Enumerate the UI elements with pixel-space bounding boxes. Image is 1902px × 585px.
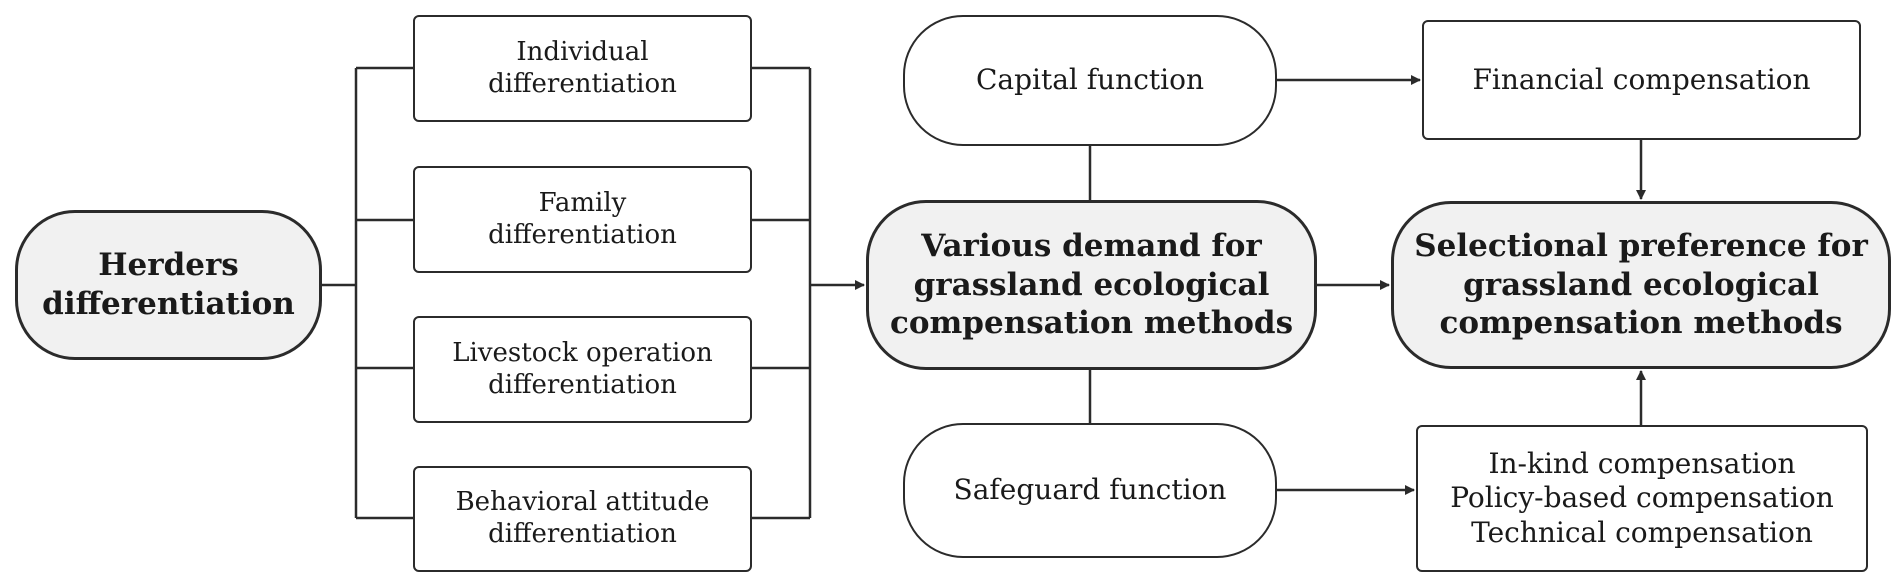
financial-compensation-node: Financial compensation bbox=[1422, 20, 1861, 140]
safeguard-line-1: Safeguard function bbox=[953, 473, 1227, 507]
behavioral-line-1: Behavioral attitude bbox=[455, 487, 710, 518]
various-line-1: Various demand for bbox=[921, 227, 1262, 264]
selectional-line-2: grassland ecological bbox=[1463, 266, 1819, 303]
inkind-line-3: Technical compensation bbox=[1471, 515, 1813, 549]
inkind-line-2: Policy-based compensation bbox=[1450, 481, 1834, 515]
financial-line-1: Financial compensation bbox=[1472, 62, 1811, 96]
family-line-1: Family bbox=[538, 187, 627, 218]
safeguard-function-node: Safeguard function bbox=[903, 423, 1277, 558]
various-line-3: compensation methods bbox=[889, 305, 1294, 342]
various-line-2: grassland ecological bbox=[913, 266, 1270, 303]
herders-line-1: Herders bbox=[98, 247, 239, 284]
various-demand-node: Various demand for grassland ecological … bbox=[866, 200, 1317, 370]
herders-differentiation-node: Herders differentiation bbox=[15, 210, 322, 360]
livestock-line-2: differentiation bbox=[488, 369, 677, 400]
behavioral-attitude-differentiation-node: Behavioral attitude differentiation bbox=[413, 466, 752, 572]
livestock-line-1: Livestock operation bbox=[452, 337, 713, 368]
behavioral-line-2: differentiation bbox=[488, 519, 677, 549]
inkind-policy-technical-compensation-node: In-kind compensation Policy-based compen… bbox=[1416, 425, 1868, 572]
family-differentiation-node: Family differentiation bbox=[413, 166, 752, 273]
capital-line-1: Capital function bbox=[975, 63, 1204, 97]
livestock-operation-differentiation-node: Livestock operation differentiation bbox=[413, 316, 752, 423]
individual-line-1: Individual bbox=[516, 36, 649, 67]
individual-differentiation-node: Individual differentiation bbox=[413, 15, 752, 122]
herders-line-2: differentiation bbox=[42, 286, 295, 322]
individual-line-2: differentiation bbox=[488, 68, 677, 99]
selectional-line-3: compensation methods bbox=[1439, 305, 1843, 342]
family-line-2: differentiation bbox=[488, 219, 677, 250]
capital-function-node: Capital function bbox=[903, 15, 1277, 146]
selectional-preference-node: Selectional preference for grassland eco… bbox=[1391, 201, 1891, 369]
inkind-line-1: In-kind compensation bbox=[1488, 447, 1796, 481]
selectional-line-1: Selectional preference for bbox=[1414, 227, 1868, 264]
